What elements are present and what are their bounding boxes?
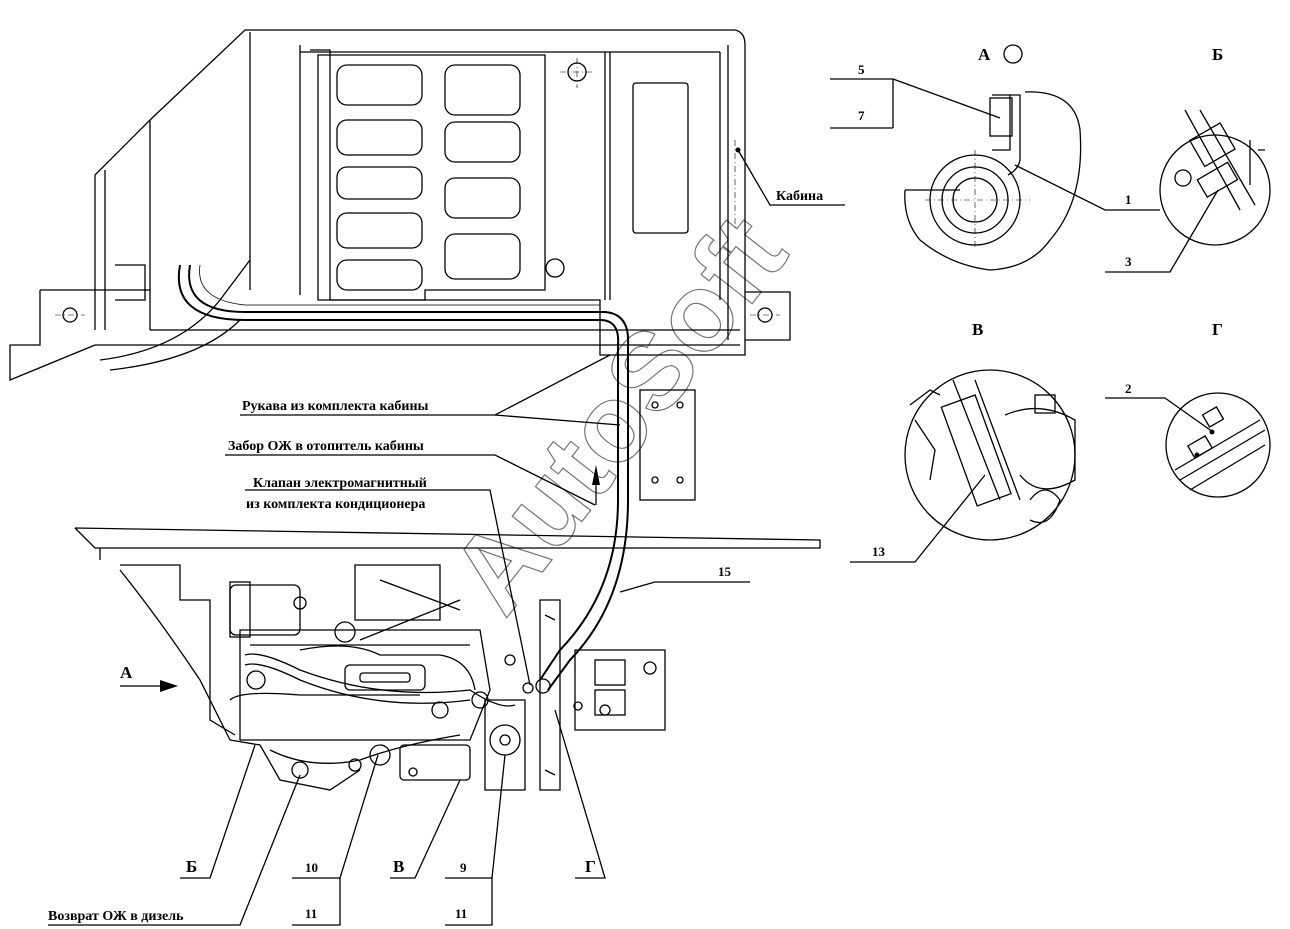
cabin-hoses-label: Рукава из комплекта кабины xyxy=(242,399,429,414)
pos-3: 3 xyxy=(1125,254,1132,269)
pos-10: 10 xyxy=(305,860,318,875)
detail-view-v xyxy=(904,369,1076,541)
pos-7: 7 xyxy=(858,108,865,123)
arrow-a-label: А xyxy=(120,663,133,682)
coolant-intake-label: Забор ОЖ в отопитель кабины xyxy=(228,439,424,454)
view-b-title: Б xyxy=(1212,45,1223,64)
watermark: AutoSoft xyxy=(427,193,810,635)
pos-1: 1 xyxy=(1125,192,1132,207)
coolant-hoses xyxy=(177,264,630,691)
valve-label-line2: из комплекта кондиционера xyxy=(246,497,425,512)
view-a-title: А xyxy=(978,45,991,64)
pos-2: 2 xyxy=(1125,381,1132,396)
valve-label-line1: Клапан электромагнитный xyxy=(253,476,427,491)
view-arrow-a xyxy=(128,680,178,692)
pos-11-right: 11 xyxy=(455,906,467,921)
cabin-frame xyxy=(9,29,791,381)
callout-g-label: Г xyxy=(585,857,596,876)
view-g-title: Г xyxy=(1212,320,1223,339)
callout-v-label: В xyxy=(393,857,404,876)
detail-view-b xyxy=(1159,109,1271,246)
flow-arrow xyxy=(592,465,600,485)
floor-plate xyxy=(74,527,821,560)
pos-9: 9 xyxy=(460,860,467,875)
labels: А Б В Г 5 7 1 3 2 13 15 10 11 9 11 Кабин… xyxy=(48,45,1223,924)
callout-b-label: Б xyxy=(186,857,197,876)
engine-assembly xyxy=(119,564,666,791)
pos-5: 5 xyxy=(858,62,865,77)
coolant-return-label: Возврат ОЖ в дизель xyxy=(48,909,184,924)
panel-openings xyxy=(317,54,689,301)
detail-view-a xyxy=(904,44,1082,271)
pos-11-left: 11 xyxy=(305,906,317,921)
pos-15: 15 xyxy=(718,564,732,579)
view-v-title: В xyxy=(972,320,983,339)
cabin-label: Кабина xyxy=(776,189,823,204)
leader-lines xyxy=(48,78,1219,926)
pos-13: 13 xyxy=(872,544,886,559)
heater-pipe-bracket xyxy=(639,389,696,501)
detail-view-g xyxy=(1165,392,1271,498)
